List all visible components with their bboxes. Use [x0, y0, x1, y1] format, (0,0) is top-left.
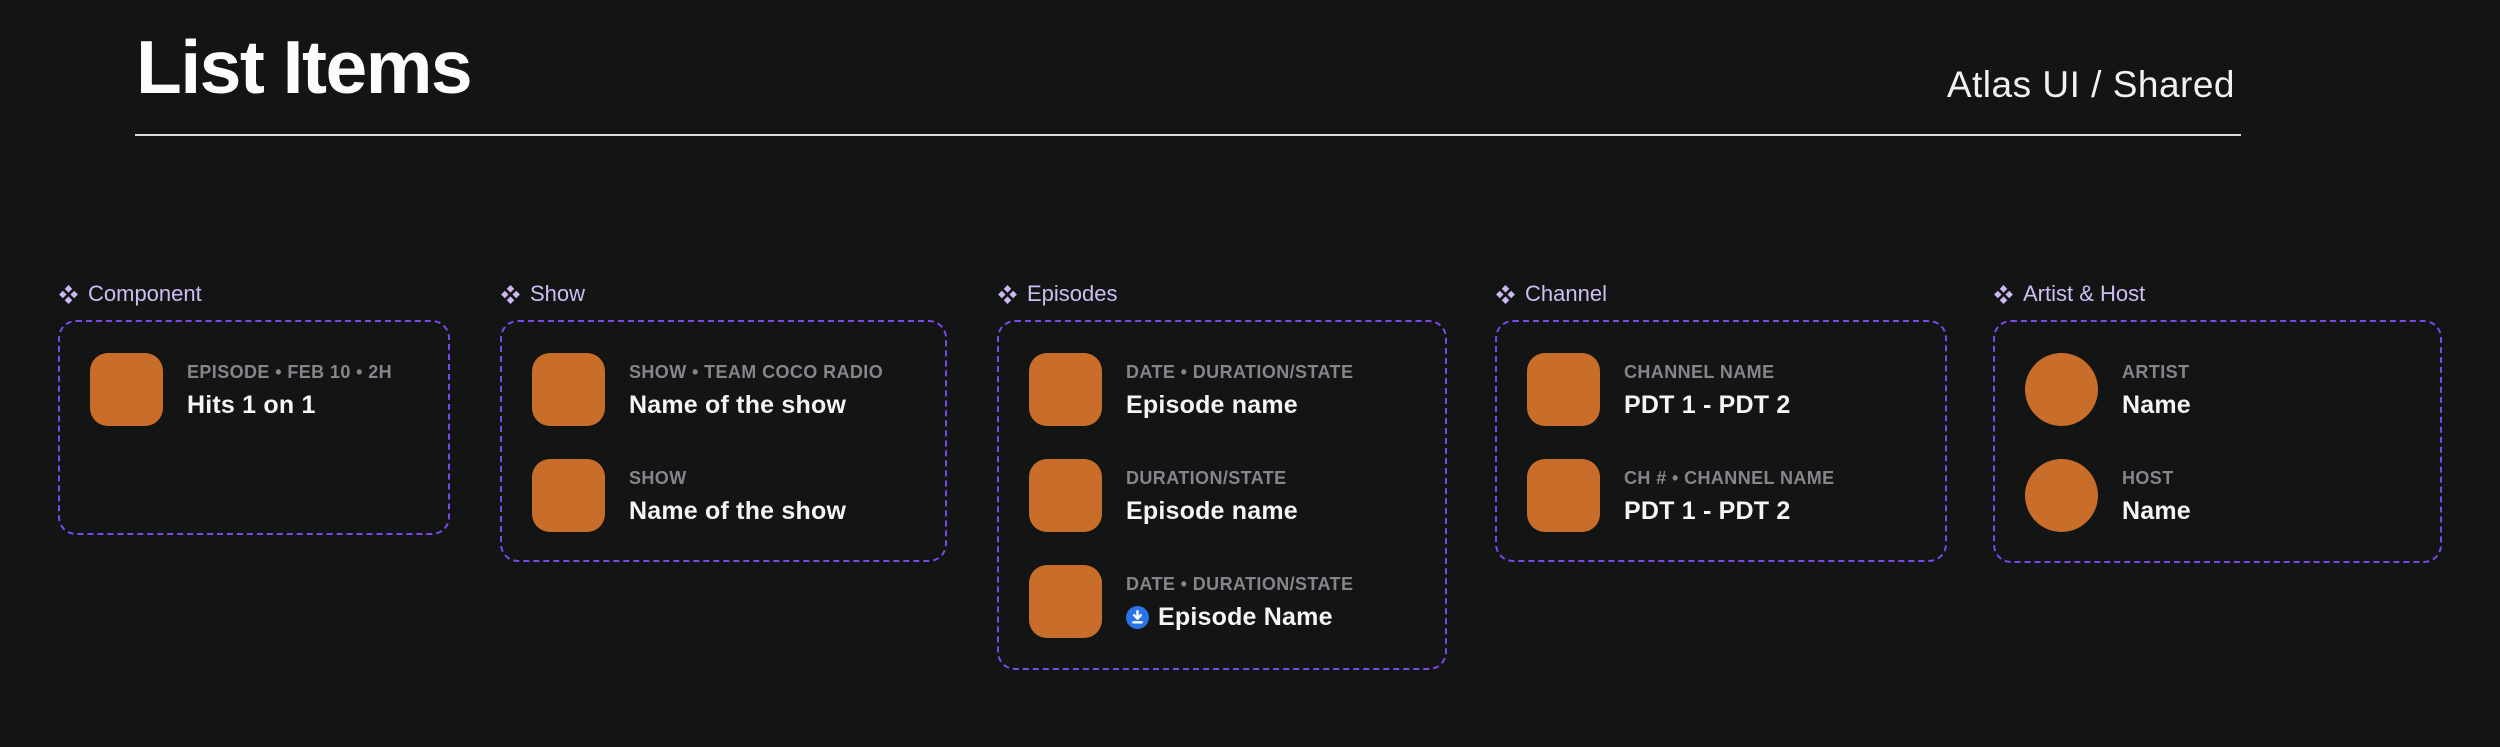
item-overline: DURATION/STATE — [1126, 467, 1287, 488]
item-title: Episode name — [1126, 390, 1298, 419]
list-item[interactable]: CH # • CHANNEL NAME PDT 1 - PDT 2 — [1527, 459, 1915, 532]
section-label: Component — [88, 281, 202, 306]
item-title: Name — [2122, 390, 2191, 419]
show-thumbnail — [532, 459, 605, 532]
episode-thumbnail — [1029, 565, 1102, 638]
item-title: Episode name — [1126, 496, 1298, 525]
section-artist-host: Artist & Host ARTIST Name HOST Name — [1993, 279, 2442, 563]
item-overline: HOST — [2122, 467, 2174, 488]
section-episodes: Episodes DATE • DURATION/STATE Episode n… — [997, 279, 1447, 670]
component-diamond-icon — [59, 284, 78, 304]
item-title-text: Episode Name — [1158, 602, 1333, 631]
list-item[interactable]: SHOW • TEAM COCO RADIO Name of the show — [532, 353, 915, 426]
episode-thumbnail — [1029, 353, 1102, 426]
component-diamond-icon — [1994, 284, 2013, 304]
list-item[interactable]: DATE • DURATION/STATE Episode Name — [1029, 565, 1415, 638]
section-header: Component — [58, 279, 450, 309]
section-header: Channel — [1495, 279, 1947, 309]
channel-thumbnail — [1527, 459, 1600, 532]
item-title: Episode Name — [1126, 603, 1353, 632]
artist-avatar — [2025, 353, 2098, 426]
channel-thumbnail — [1527, 353, 1600, 426]
item-overline: DATE • DURATION/STATE — [1126, 361, 1354, 382]
component-diamond-icon — [501, 284, 520, 304]
item-title: Name of the show — [629, 390, 847, 419]
component-diamond-icon — [1496, 284, 1515, 304]
item-title: PDT 1 - PDT 2 — [1624, 496, 1791, 525]
list-item[interactable]: ARTIST Name — [2025, 353, 2410, 426]
section-header: Episodes — [997, 279, 1447, 309]
episode-thumbnail — [90, 353, 163, 426]
section-channel: Channel CHANNEL NAME PDT 1 - PDT 2 CH # … — [1495, 279, 1947, 562]
download-icon — [1126, 605, 1149, 629]
section-show: Show SHOW • TEAM COCO RADIO Name of the … — [500, 279, 947, 562]
list-item[interactable]: HOST Name — [2025, 459, 2410, 532]
item-overline: SHOW — [629, 467, 687, 488]
item-title: Name — [2122, 496, 2191, 525]
component-card: EPISODE • FEB 10 • 2H Hits 1 on 1 — [58, 320, 450, 535]
list-item[interactable]: EPISODE • FEB 10 • 2H Hits 1 on 1 — [90, 353, 418, 426]
item-overline: DATE • DURATION/STATE — [1126, 573, 1354, 594]
artist-host-card: ARTIST Name HOST Name — [1993, 320, 2442, 563]
breadcrumb: Atlas UI / Shared — [1946, 64, 2235, 105]
list-item[interactable]: DURATION/STATE Episode name — [1029, 459, 1415, 532]
item-overline: ARTIST — [2122, 361, 2190, 382]
item-overline: CHANNEL NAME — [1624, 361, 1775, 382]
header-divider — [135, 134, 2241, 136]
item-overline: SHOW • TEAM COCO RADIO — [629, 361, 884, 382]
host-avatar — [2025, 459, 2098, 532]
item-overline: EPISODE • FEB 10 • 2H — [187, 361, 393, 382]
episodes-card: DATE • DURATION/STATE Episode name DURAT… — [997, 320, 1447, 670]
show-thumbnail — [532, 353, 605, 426]
channel-card: CHANNEL NAME PDT 1 - PDT 2 CH # • CHANNE… — [1495, 320, 1947, 562]
episode-thumbnail — [1029, 459, 1102, 532]
section-component: Component EPISODE • FEB 10 • 2H Hits 1 o… — [58, 279, 450, 535]
section-header: Artist & Host — [1993, 279, 2442, 309]
item-title: Name of the show — [629, 496, 847, 525]
section-header: Show — [500, 279, 947, 309]
section-label: Channel — [1525, 281, 1607, 306]
item-title: Hits 1 on 1 — [187, 390, 316, 419]
list-item[interactable]: SHOW Name of the show — [532, 459, 915, 532]
list-item[interactable]: DATE • DURATION/STATE Episode name — [1029, 353, 1415, 426]
list-item[interactable]: CHANNEL NAME PDT 1 - PDT 2 — [1527, 353, 1915, 426]
item-title: PDT 1 - PDT 2 — [1624, 390, 1791, 419]
component-diamond-icon — [998, 284, 1017, 304]
section-label: Episodes — [1027, 281, 1118, 306]
show-card: SHOW • TEAM COCO RADIO Name of the show … — [500, 320, 947, 562]
item-overline: CH # • CHANNEL NAME — [1624, 467, 1835, 488]
page-title: List Items — [136, 25, 473, 109]
section-label: Show — [530, 281, 586, 306]
section-label: Artist & Host — [2023, 281, 2146, 306]
